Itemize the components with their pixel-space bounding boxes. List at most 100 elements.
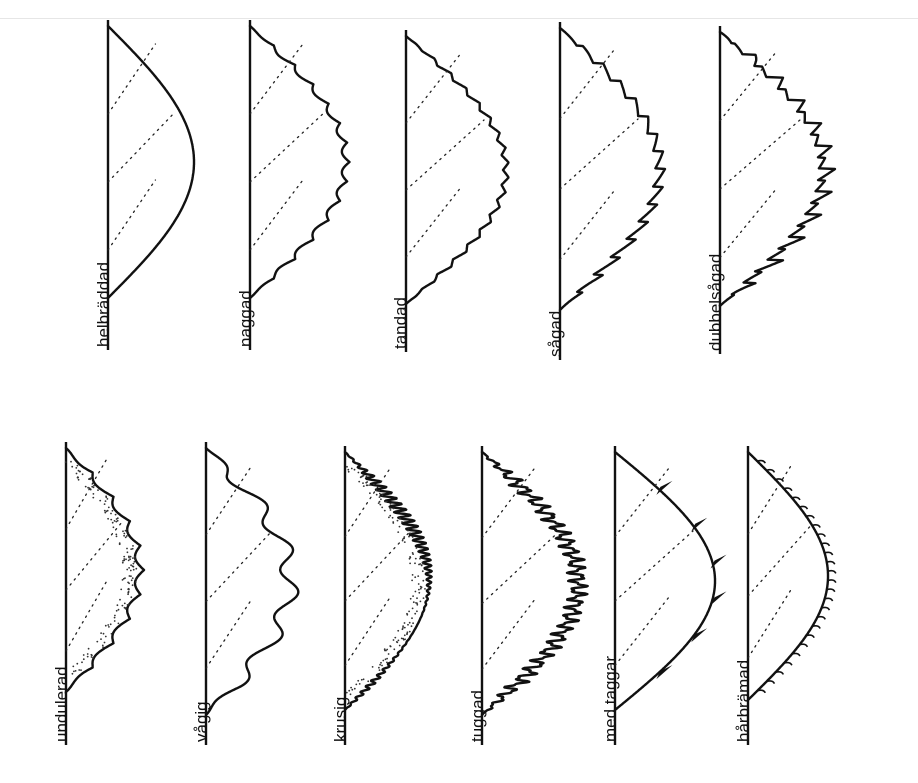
stipple-dot xyxy=(127,531,130,534)
stipple-dot xyxy=(378,669,381,671)
leaf-label: krusig xyxy=(331,697,350,742)
stipple-dot xyxy=(74,670,77,672)
stipple-dot xyxy=(366,481,369,483)
stipple-dot xyxy=(383,509,386,512)
stipple-dot xyxy=(82,658,85,661)
stipple-dot xyxy=(403,541,406,543)
spine xyxy=(656,480,673,495)
stipple-dot xyxy=(115,533,118,536)
stipple-dot xyxy=(358,683,361,685)
stipple-dot xyxy=(71,672,74,675)
stipple-dot xyxy=(416,602,418,605)
stipple-dot xyxy=(104,624,107,627)
stipple-dot xyxy=(133,560,136,563)
stipple-dot xyxy=(64,461,67,463)
vein xyxy=(344,594,392,667)
leaf-helbraddad: helbräddad xyxy=(94,20,196,350)
leaf-label: sågad xyxy=(546,311,565,357)
stipple-dot xyxy=(347,468,350,471)
stipple-dot xyxy=(379,503,382,506)
stipple-dot xyxy=(351,688,354,691)
stipple-dot xyxy=(408,621,411,624)
stipple-dot xyxy=(411,552,414,554)
stipple-dot xyxy=(366,484,369,487)
stipple-dot xyxy=(418,563,420,566)
stipple-dot xyxy=(389,509,392,511)
stipple-dot xyxy=(73,670,75,673)
stipple-dot xyxy=(121,579,124,581)
hair xyxy=(791,652,801,657)
stipple-dot xyxy=(415,547,418,549)
stipple-dot xyxy=(106,498,109,500)
stipple-dot xyxy=(418,591,421,594)
stipple-dot xyxy=(123,555,126,558)
vein xyxy=(344,465,392,538)
leaf-krusig: krusig xyxy=(331,446,433,745)
hair xyxy=(805,634,815,639)
vein xyxy=(405,52,462,124)
leaf-label: med taggar xyxy=(601,656,620,742)
stipple-dot xyxy=(409,562,411,565)
leaf-outline xyxy=(718,30,837,308)
hair xyxy=(824,597,834,602)
spine xyxy=(710,554,727,569)
stipple-dot xyxy=(101,644,104,647)
stipple-dot xyxy=(347,470,350,473)
stipple-dot xyxy=(411,607,414,610)
stipple-dot xyxy=(377,502,380,504)
stipple-dot xyxy=(104,500,107,502)
stipple-dot xyxy=(110,512,112,515)
stipple-dot xyxy=(379,663,381,666)
stipple-dot xyxy=(362,485,365,487)
leaf-label: undulerad xyxy=(52,666,71,742)
leaf-outline xyxy=(64,446,146,694)
stipple-dot xyxy=(92,657,94,659)
hair xyxy=(791,496,801,501)
stipple-dot xyxy=(392,521,395,523)
stipple-dot xyxy=(397,531,400,533)
stipple-dot xyxy=(81,661,83,664)
stipple-dot xyxy=(409,556,411,558)
stipple-dot xyxy=(92,493,95,495)
stipple-dot xyxy=(419,587,422,590)
vein xyxy=(719,186,779,259)
stipple-dot xyxy=(87,647,90,650)
stipple-dot xyxy=(111,509,114,512)
stipple-dot xyxy=(72,665,75,668)
stipple-dot xyxy=(126,551,129,554)
vein xyxy=(205,530,273,603)
vein xyxy=(481,532,558,605)
stipple-dot xyxy=(123,532,126,535)
stipple-dot xyxy=(350,467,353,470)
stipple-dot xyxy=(115,609,118,612)
stipple-dot xyxy=(113,520,116,522)
stipple-dot xyxy=(127,555,130,558)
hair xyxy=(817,615,826,620)
stipple-dot xyxy=(123,602,126,605)
stipple-dot xyxy=(419,557,421,560)
stipple-dot xyxy=(386,648,389,651)
hair xyxy=(775,478,785,482)
stipple-dot xyxy=(131,584,134,587)
stipple-dot xyxy=(113,616,116,619)
stipple-dot xyxy=(378,492,381,495)
stipple-dot xyxy=(132,562,135,565)
stipple-dot xyxy=(107,624,110,626)
stipple-dot xyxy=(397,639,400,642)
stipple-dot xyxy=(120,588,123,591)
stipple-dot xyxy=(393,648,396,651)
stipple-dot xyxy=(345,691,348,694)
hair xyxy=(826,588,836,593)
stipple-dot xyxy=(99,499,102,502)
stipple-dot xyxy=(385,500,388,503)
stipple-dot xyxy=(127,588,130,591)
stipple-dot xyxy=(402,638,405,641)
leaf-label: tuggad xyxy=(468,690,487,742)
leaf-label: hårbrämad xyxy=(734,660,753,742)
stipple-dot xyxy=(75,472,78,475)
stipple-dot xyxy=(122,530,124,533)
hair xyxy=(827,579,837,584)
